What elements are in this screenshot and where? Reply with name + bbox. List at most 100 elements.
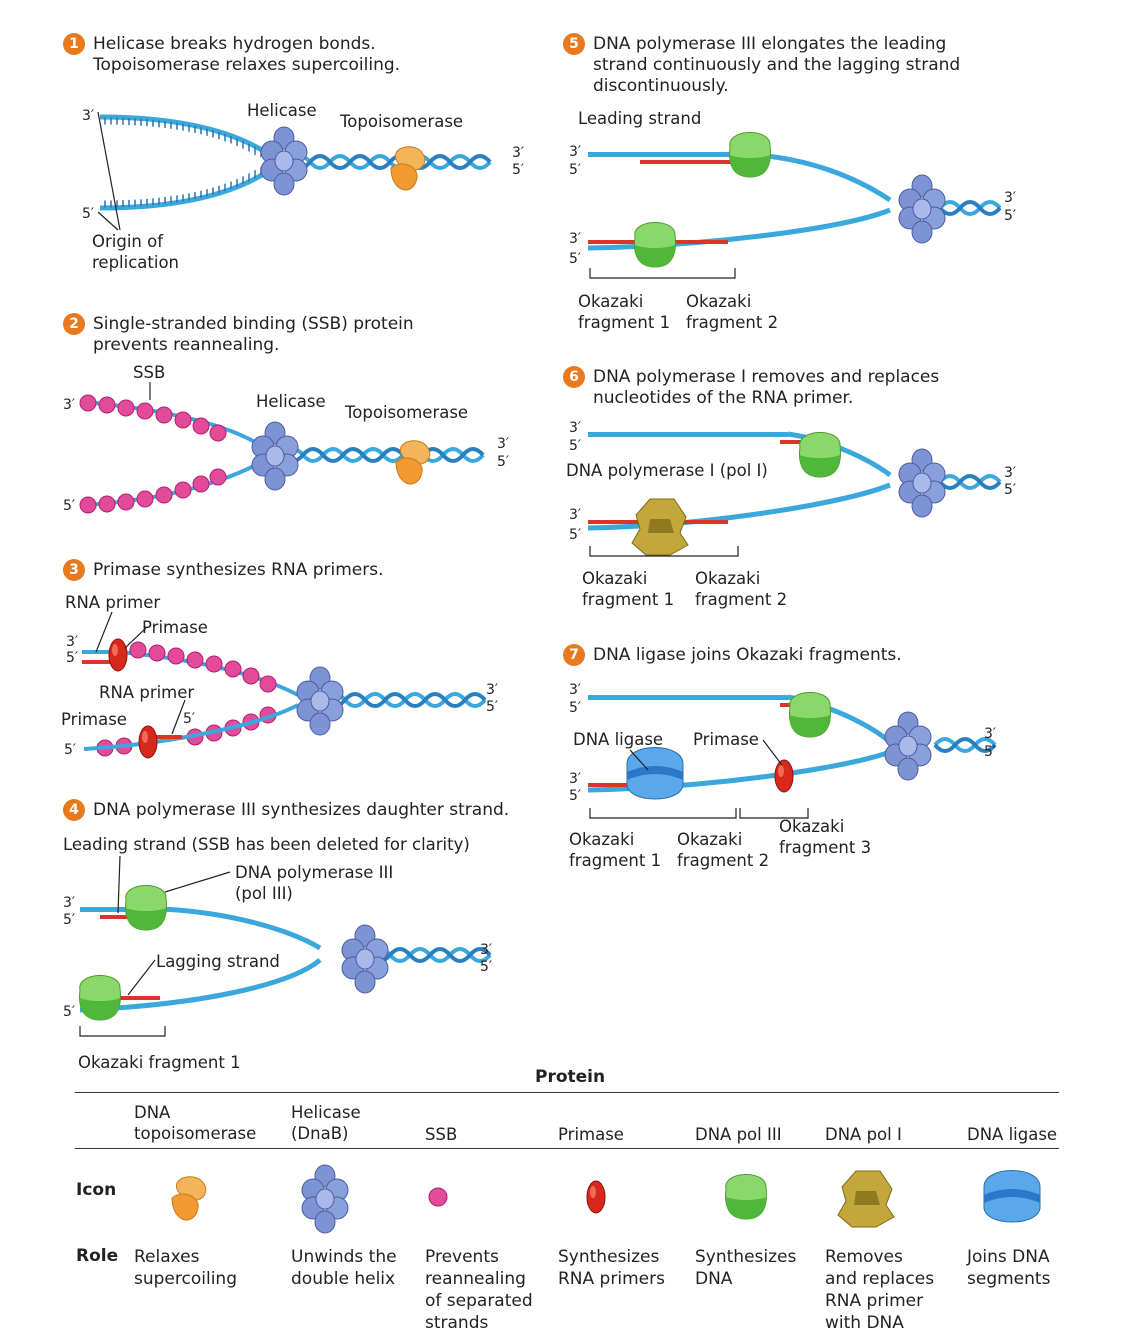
step-5-heading: 5 DNA polymerase III elongates the leadi… xyxy=(563,33,961,97)
three-prime-label: 3′ xyxy=(569,507,582,523)
five-prime-label: 5′ xyxy=(63,498,76,514)
step-number-badge: 6 xyxy=(563,366,585,388)
leading-strand-label: Leading strand xyxy=(578,109,702,128)
five-prime-label: 5′ xyxy=(1004,482,1017,498)
row-header-role: Role xyxy=(76,1246,119,1266)
topoisomerase-label: Topoisomerase xyxy=(345,403,469,422)
okazaki-fragment-1-label: Okazaki fragment 1 xyxy=(78,1053,241,1072)
five-prime-label: 5′ xyxy=(480,959,493,975)
five-prime-label: 5′ xyxy=(512,162,525,178)
three-prime-label: 3′ xyxy=(486,682,499,698)
step-number-badge: 2 xyxy=(63,313,85,335)
step-number-badge: 5 xyxy=(563,33,585,55)
role-pol3: Synthesizes DNA xyxy=(695,1247,797,1289)
three-prime-label: 3′ xyxy=(497,436,510,452)
panel2-art xyxy=(79,382,485,514)
col-header-ligase: DNA ligase xyxy=(967,1125,1058,1144)
table-header-rule xyxy=(75,1148,1059,1149)
pol3-label: DNA polymerase III (pol III) xyxy=(235,863,394,903)
five-prime-label: 5′ xyxy=(183,711,196,727)
ssb-label: SSB xyxy=(133,363,166,382)
step-text: DNA polymerase I removes and replaces nu… xyxy=(593,367,940,408)
pol1-icon xyxy=(837,1170,895,1228)
rna-primer-label: RNA primer xyxy=(99,683,195,702)
five-prime-label: 5′ xyxy=(63,912,76,928)
panel7-art xyxy=(587,691,997,819)
origin-label: Origin of replication xyxy=(92,232,180,272)
panel4-art xyxy=(79,855,492,1037)
panel6-art xyxy=(587,431,1002,557)
col-header-topoisomerase: DNA topoisomerase xyxy=(134,1103,257,1143)
pol3-icon xyxy=(725,1173,767,1220)
primase-label: Primase xyxy=(61,710,127,729)
step-3-heading: 3 Primase synthesizes RNA primers. xyxy=(63,559,384,581)
panel3-art xyxy=(82,611,487,759)
step-number-badge: 4 xyxy=(63,799,85,821)
three-prime-label: 3′ xyxy=(984,726,997,742)
role-pol1: Removes and replaces RNA primer with DNA xyxy=(825,1247,935,1333)
table-title: Protein xyxy=(535,1067,606,1087)
step-2-heading: 2 Single-stranded binding (SSB) protein … xyxy=(63,313,414,356)
primase-label: Primase xyxy=(693,730,759,749)
five-prime-label: 5′ xyxy=(569,162,582,178)
helicase-label: Helicase xyxy=(247,101,317,120)
helicase-label: Helicase xyxy=(256,392,326,411)
five-prime-label: 5′ xyxy=(569,527,582,543)
step-text: DNA polymerase III elongates the leading… xyxy=(593,34,961,96)
five-prime-label: 5′ xyxy=(66,650,79,666)
five-prime-label: 5′ xyxy=(497,454,510,470)
step-text: DNA polymerase III synthesizes daughter … xyxy=(93,800,510,820)
three-prime-label: 3′ xyxy=(569,420,582,436)
topoisomerase-icon xyxy=(171,1176,207,1221)
primase-icon xyxy=(586,1180,606,1214)
col-header-ssb: SSB xyxy=(425,1125,458,1144)
five-prime-label: 5′ xyxy=(569,700,582,716)
okazaki-fragment-3-label: Okazaki fragment 3 xyxy=(779,817,872,857)
okazaki-fragment-2-label: Okazaki fragment 2 xyxy=(677,830,770,870)
primase-label: Primase xyxy=(142,618,208,637)
five-prime-label: 5′ xyxy=(569,788,582,804)
five-prime-label: 5′ xyxy=(1004,208,1017,224)
step-1-heading: 1 Helicase breaks hydrogen bonds. Topois… xyxy=(63,33,400,76)
five-prime-label: 5′ xyxy=(64,742,77,758)
panel5-art xyxy=(587,131,1002,279)
five-prime-label: 5′ xyxy=(569,251,582,267)
row-header-icon: Icon xyxy=(76,1180,117,1200)
okazaki-fragment-1-label: Okazaki fragment 1 xyxy=(578,292,671,332)
five-prime-label: 5′ xyxy=(82,206,95,222)
three-prime-label: 3′ xyxy=(512,145,525,161)
three-prime-label: 3′ xyxy=(569,682,582,698)
panel1-art xyxy=(97,111,492,231)
three-prime-label: 3′ xyxy=(1004,190,1017,206)
col-header-pol1: DNA pol I xyxy=(825,1125,902,1144)
step-number-badge: 3 xyxy=(63,559,85,581)
okazaki-fragment-1-label: Okazaki fragment 1 xyxy=(569,830,662,870)
rna-primer-label: RNA primer xyxy=(65,593,161,612)
col-header-helicase: Helicase (DnaB) xyxy=(291,1103,361,1143)
role-helicase: Unwinds the double helix xyxy=(291,1247,397,1289)
five-prime-label: 5′ xyxy=(984,744,997,760)
role-topoisomerase: Relaxes supercoiling xyxy=(134,1247,237,1289)
five-prime-label: 5′ xyxy=(569,438,582,454)
table-top-rule xyxy=(75,1092,1059,1093)
lagging-strand-label: Lagging strand xyxy=(156,952,280,971)
okazaki-fragment-1-label: Okazaki fragment 1 xyxy=(582,569,675,609)
topoisomerase-label: Topoisomerase xyxy=(340,112,464,131)
col-header-primase: Primase xyxy=(558,1125,624,1144)
table-icons xyxy=(171,1164,1041,1234)
leading-strand-label: Leading strand (SSB has been deleted for… xyxy=(63,835,470,854)
three-prime-label: 3′ xyxy=(66,634,79,650)
step-4-heading: 4 DNA polymerase III synthesizes daughte… xyxy=(63,799,510,821)
ligase-icon xyxy=(983,1170,1041,1223)
three-prime-label: 3′ xyxy=(569,231,582,247)
step-7-heading: 7 DNA ligase joins Okazaki fragments. xyxy=(563,644,902,666)
col-header-pol3: DNA pol III xyxy=(695,1125,782,1144)
ligase-label: DNA ligase xyxy=(573,730,664,749)
pol1-label: DNA polymerase I (pol I) xyxy=(566,461,768,480)
five-prime-label: 5′ xyxy=(486,699,499,715)
ssb-icon xyxy=(428,1187,448,1207)
three-prime-label: 3′ xyxy=(480,942,493,958)
three-prime-label: 3′ xyxy=(63,397,76,413)
role-ssb: Prevents reannealing of separated strand… xyxy=(425,1247,533,1333)
